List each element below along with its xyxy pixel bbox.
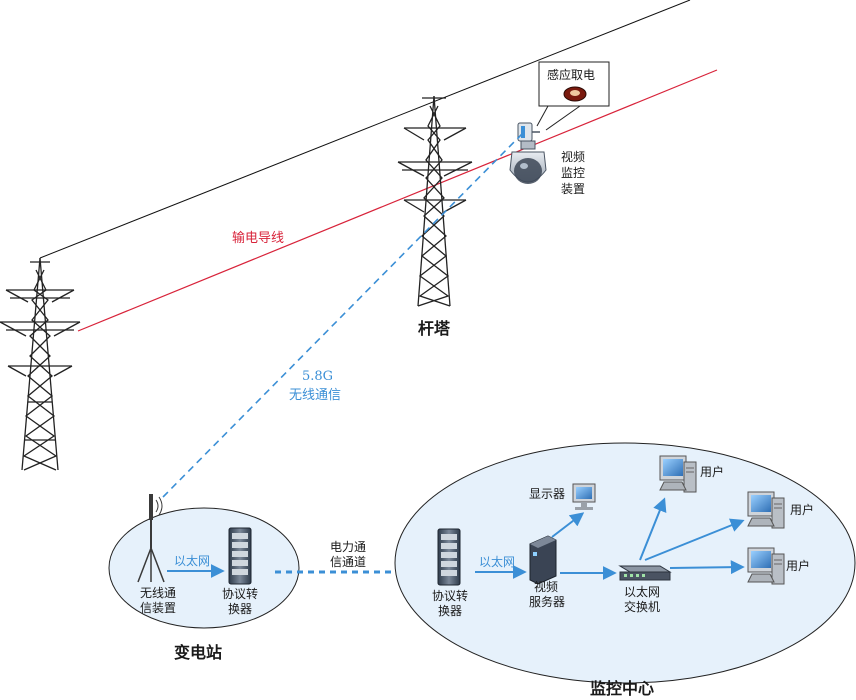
user1-label: 用户 <box>700 464 724 479</box>
substation-label: 变电站 <box>174 643 222 662</box>
ethernet-left-label: 以太网 <box>174 553 210 568</box>
wireless-link <box>162 133 523 498</box>
protocol-converter-left-icon <box>228 527 252 585</box>
power-channel-label-2: 信通道 <box>330 555 366 569</box>
video-device-label-2: 频 <box>573 150 585 164</box>
camera-antenna-icon <box>517 122 540 142</box>
video-server-icon <box>529 535 557 585</box>
video-server-label-1: 视频 <box>534 579 558 594</box>
switch-to-user2-arrow <box>644 518 745 561</box>
switch-label-1: 以太网 <box>624 584 660 599</box>
power-line <box>77 69 718 332</box>
switch-label-2: 交换机 <box>624 599 660 614</box>
power-line-label: 输电导线 <box>232 230 284 246</box>
video-device-label-5: 装 <box>561 182 573 196</box>
protocol-right-label-2: 换器 <box>438 604 462 618</box>
display-label: 显示器 <box>529 487 565 501</box>
video-device-label-1: 视 <box>561 149 573 164</box>
power-channel-label-1: 电力通 <box>330 540 366 554</box>
substation-area <box>108 507 300 629</box>
switch-to-user3-arrow <box>669 560 745 575</box>
wireless-device-label-1: 无线通 <box>140 586 176 600</box>
video-device-label-6: 置 <box>573 182 585 196</box>
protocol-right-label-1: 协议转 <box>432 588 468 603</box>
monitor-center-label: 监控中心 <box>590 679 654 698</box>
switch-to-user1-arrow <box>639 497 667 561</box>
wireless-freq-label: 5.8G <box>302 369 333 384</box>
wireless-antenna-icon <box>137 494 165 583</box>
video-server-label-2: 服务器 <box>529 594 565 609</box>
protocol-converter-right-icon <box>437 528 461 586</box>
monitor-center-area <box>394 442 856 684</box>
protocol-left-label-2: 换器 <box>228 602 252 616</box>
protocol-left-label-1: 协议转 <box>222 586 258 601</box>
ethernet-right-label: 以太网 <box>479 554 515 569</box>
induction-power-label: 感应取电 <box>547 67 595 82</box>
wireless-comm-label: 无线通信 <box>289 388 341 403</box>
wireless-device-label-2: 信装置 <box>140 601 176 615</box>
middle-tower-icon <box>397 95 473 307</box>
left-tower-icon <box>0 257 81 471</box>
ethernet-switch-icon <box>618 565 672 581</box>
induction-coil-icon <box>563 86 587 102</box>
dome-camera-icon <box>509 140 547 184</box>
display-monitor-icon <box>572 483 596 510</box>
video-device-label-4: 控 <box>573 166 585 180</box>
server-to-display-arrow <box>551 512 585 538</box>
tower-label: 杆塔 <box>418 319 451 338</box>
user2-label: 用户 <box>790 502 814 517</box>
user3-label: 用户 <box>786 558 810 573</box>
video-device-label-3: 监 <box>561 166 573 180</box>
ground-wire <box>39 0 691 259</box>
